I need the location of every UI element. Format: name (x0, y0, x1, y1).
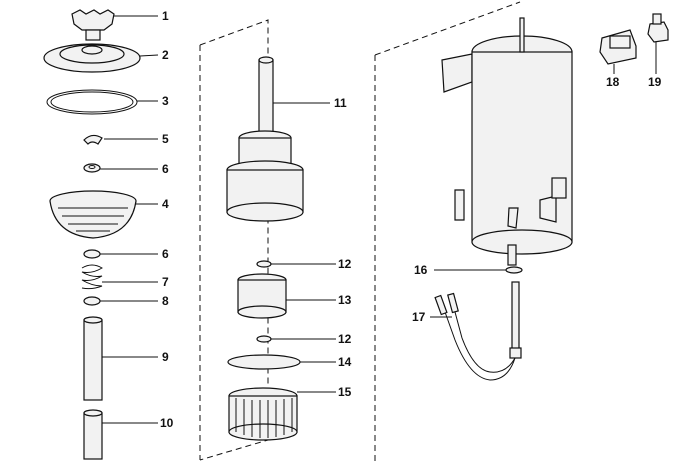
part-13-housing (237, 273, 287, 319)
callout-19: 19 (648, 75, 662, 89)
part-7-spring (81, 264, 103, 290)
part-17-temperature-sensor (434, 281, 522, 381)
part-1-knob (71, 9, 115, 41)
part-16-washer (505, 266, 523, 274)
part-6-washer-lower (83, 249, 101, 259)
part-12-washer-lower (256, 335, 272, 343)
callout-17: 17 (412, 310, 426, 324)
callout-15: 15 (338, 385, 352, 399)
callout-6-upper: 6 (162, 162, 169, 176)
callout-12-upper: 12 (338, 257, 352, 271)
part-4-sieve (49, 190, 137, 239)
callout-16: 16 (414, 263, 428, 277)
leader-lines (100, 15, 657, 424)
callout-10: 10 (160, 416, 174, 430)
callout-13: 13 (338, 293, 352, 307)
callout-labels: 1 2 3 5 6 4 6 7 8 9 10 11 12 13 12 14 15… (160, 9, 662, 430)
part-5-clip (83, 134, 103, 145)
callout-3: 3 (162, 94, 169, 108)
callout-1: 1 (162, 9, 169, 23)
callout-8: 8 (162, 294, 169, 308)
part-12-washer-upper (256, 260, 272, 268)
callout-4: 4 (162, 197, 169, 211)
part-14-disc (227, 354, 301, 370)
part-11-filter-cartridge (226, 56, 304, 222)
part-9-tube (83, 316, 103, 401)
callout-11: 11 (334, 96, 347, 110)
callout-2: 2 (162, 48, 169, 62)
part-8-seal (83, 296, 101, 306)
part-15-screen (228, 387, 298, 441)
part-19-plug (647, 13, 669, 43)
part-18-connector (599, 29, 637, 65)
assembly-boundaries (199, 1, 521, 461)
callout-7: 7 (162, 275, 169, 289)
boiler-tank (441, 17, 573, 266)
callout-18: 18 (606, 75, 620, 89)
callout-9: 9 (162, 350, 169, 364)
callout-6-lower: 6 (162, 247, 169, 261)
callout-14: 14 (338, 355, 352, 369)
part-10-sleeve (83, 409, 103, 460)
callout-5: 5 (162, 132, 169, 146)
callout-12-lower: 12 (338, 332, 352, 346)
part-6-washer-upper (83, 163, 101, 173)
part-2-cover (43, 43, 141, 73)
part-3-o-ring (46, 89, 138, 115)
